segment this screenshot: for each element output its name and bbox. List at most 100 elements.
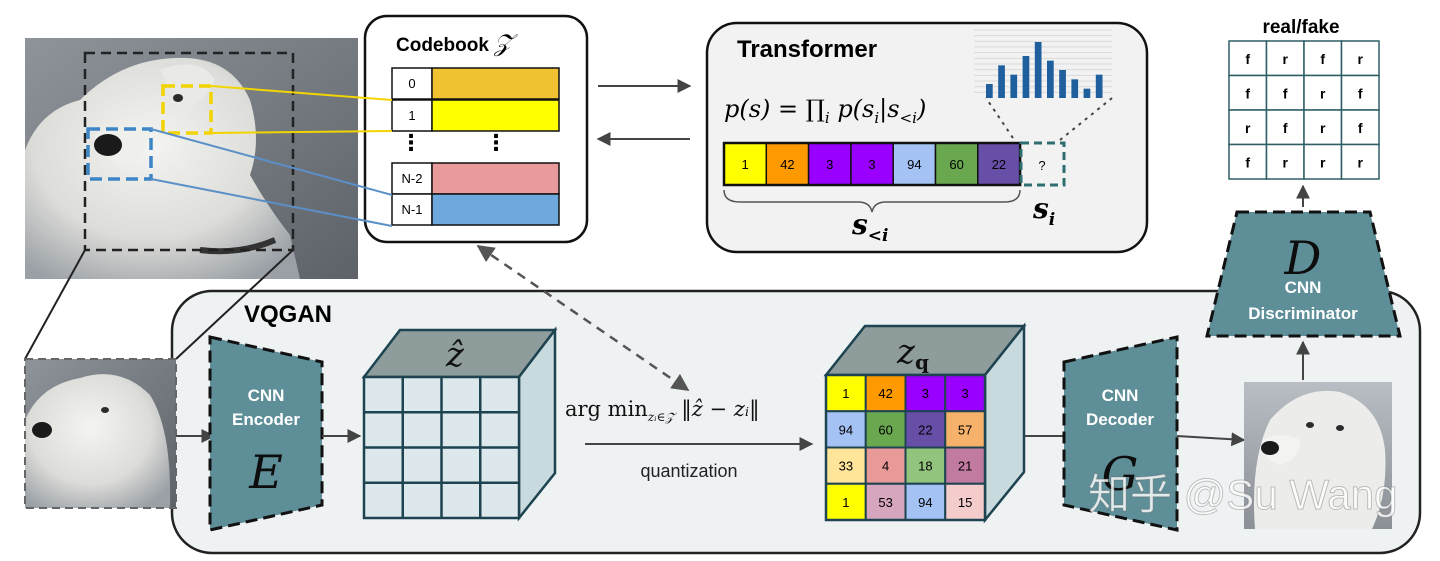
encoder-line1: CNN bbox=[248, 386, 285, 405]
codebook-panel: Codebook 𝒵 01N-2N-1 ⋮ ⋮ bbox=[363, 14, 589, 244]
z-q-value: 18 bbox=[918, 459, 932, 474]
real-fake-label: f bbox=[1245, 86, 1250, 102]
z-q-value: 4 bbox=[882, 459, 889, 474]
codebook-index-label: 1 bbox=[408, 108, 415, 123]
real-fake-title: real/fake bbox=[1262, 17, 1339, 38]
token-value: 3 bbox=[826, 157, 833, 172]
discriminator-line1: CNN bbox=[1285, 278, 1322, 297]
z-hat-cube: ẑ bbox=[361, 326, 558, 522]
histogram-bar bbox=[1022, 56, 1030, 98]
z-q-cell bbox=[944, 410, 986, 449]
histogram-bar bbox=[998, 65, 1005, 98]
z-hat-symbol: ẑ bbox=[445, 335, 465, 375]
z-q-cell bbox=[904, 410, 947, 449]
svg-text:⋮: ⋮ bbox=[400, 130, 422, 155]
real-fake-cell bbox=[1340, 109, 1380, 146]
codebook-patch-blue-box bbox=[86, 127, 153, 181]
codebook-index-label: N-2 bbox=[402, 171, 423, 186]
real-fake-label: f bbox=[1320, 51, 1325, 67]
histogram-bar bbox=[1095, 74, 1103, 98]
next-token-label: ? bbox=[1038, 158, 1045, 173]
real-fake-label: f bbox=[1358, 86, 1363, 102]
z-q-value: 94 bbox=[918, 495, 932, 510]
real-fake-cell bbox=[1228, 40, 1268, 77]
codebook-vector bbox=[431, 99, 560, 132]
z-q-cell bbox=[904, 374, 947, 413]
transformer-formula: p(s) = ∏i p(si|s<i) bbox=[724, 95, 926, 127]
real-fake-label: f bbox=[1283, 120, 1288, 136]
cnn-encoder: CNN Encoder E bbox=[208, 335, 324, 532]
real-fake-cell bbox=[1265, 74, 1305, 111]
real-fake-label: f bbox=[1245, 51, 1250, 67]
histogram-bar bbox=[1071, 79, 1079, 98]
real-fake-label: r bbox=[1320, 155, 1326, 171]
token-cell bbox=[723, 142, 768, 186]
z-q-cell bbox=[904, 446, 947, 485]
z-q-value: 42 bbox=[878, 386, 892, 401]
real-fake-label: r bbox=[1358, 51, 1364, 67]
real-fake-label: r bbox=[1358, 155, 1364, 171]
codebook-patch-yellow-box bbox=[161, 84, 213, 135]
real-fake-label: f bbox=[1283, 86, 1288, 102]
discriminator-symbol: D bbox=[1284, 231, 1322, 285]
encoder-line2: Encoder bbox=[232, 410, 300, 429]
z-q-value: 60 bbox=[878, 422, 892, 437]
discriminator-line2: Discriminator bbox=[1248, 304, 1358, 323]
codebook-vector bbox=[431, 162, 560, 195]
real-fake-label: r bbox=[1283, 155, 1289, 171]
codebook-index-label: 0 bbox=[408, 76, 415, 91]
real-fake-label: f bbox=[1245, 155, 1250, 171]
token-value: 22 bbox=[992, 157, 1006, 172]
real-fake-cell bbox=[1340, 143, 1380, 180]
decoder-line1: CNN bbox=[1102, 386, 1139, 405]
quantization-label: quantization bbox=[640, 461, 737, 481]
z-q-cell bbox=[944, 482, 986, 521]
z-q-value: 15 bbox=[958, 495, 972, 510]
codebook-vector bbox=[431, 193, 560, 226]
real-fake-label: r bbox=[1245, 120, 1251, 136]
z-q-value: 1 bbox=[842, 386, 849, 401]
z-q-value: 33 bbox=[839, 459, 853, 474]
dog-reconstruction-photo bbox=[1244, 382, 1392, 529]
z-q-value: 21 bbox=[958, 459, 972, 474]
real-fake-label: r bbox=[1283, 51, 1289, 67]
histogram-bar bbox=[1059, 70, 1066, 98]
histogram-bar bbox=[1010, 74, 1018, 98]
watermark: 知乎 @Su Wang bbox=[1088, 471, 1398, 518]
z-q-value: 1 bbox=[842, 495, 849, 510]
token-cell bbox=[892, 142, 937, 186]
dog-photo bbox=[25, 38, 358, 279]
codebook-vector bbox=[431, 67, 560, 100]
z-q-value: 3 bbox=[922, 386, 929, 401]
next-token-histogram bbox=[974, 29, 1112, 98]
z-q-value: 3 bbox=[962, 386, 969, 401]
real-fake-cell bbox=[1228, 143, 1268, 180]
codebook-lookup-arrow bbox=[476, 244, 690, 392]
transformer-title: Transformer bbox=[737, 36, 877, 63]
z-q-value: 53 bbox=[878, 495, 892, 510]
vqgan-title: VQGAN bbox=[244, 301, 332, 328]
histogram-bar bbox=[1034, 42, 1042, 98]
encoder-receptive-crop-box bbox=[83, 51, 295, 252]
histogram-bar bbox=[1047, 60, 1054, 98]
histogram-bar bbox=[1083, 88, 1091, 98]
histogram-bar bbox=[986, 84, 993, 98]
decoder-symbol: G bbox=[1102, 447, 1139, 501]
real-fake-label: r bbox=[1320, 86, 1326, 102]
cnn-decoder: CNN Decoder G bbox=[1062, 335, 1179, 532]
encoder-symbol: E bbox=[248, 445, 283, 499]
svg-text:⋮: ⋮ bbox=[485, 130, 507, 155]
token-value: 94 bbox=[907, 157, 921, 172]
argmin-expression: arg minzᵢ∈𝒵 ‖ẑ − zᵢ‖ bbox=[565, 397, 760, 424]
z-q-value: 57 bbox=[958, 422, 972, 437]
prefix-label: s<i bbox=[851, 208, 888, 246]
real-fake-cell bbox=[1303, 143, 1343, 180]
z-q-cell bbox=[825, 482, 867, 521]
next-token-slot bbox=[1019, 141, 1066, 187]
token-value: 3 bbox=[868, 157, 875, 172]
codebook-index-label: N-1 bbox=[402, 202, 423, 217]
